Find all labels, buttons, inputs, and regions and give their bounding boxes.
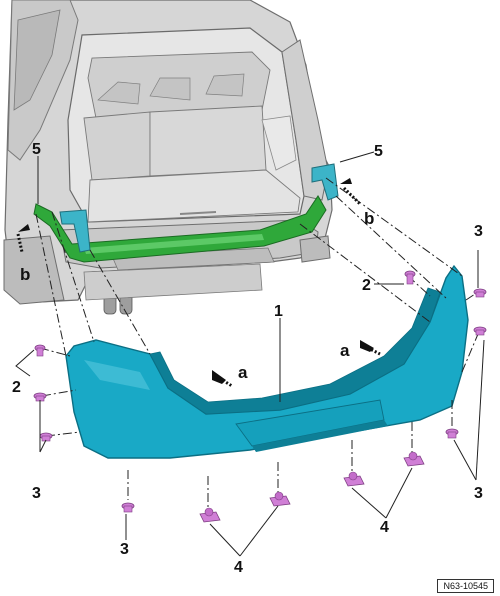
arrow-b-right xyxy=(340,178,362,206)
arrow-a-right xyxy=(360,340,381,356)
marker-a-left: a xyxy=(238,363,248,382)
callout-3-top-right: 3 xyxy=(474,223,483,240)
arrow-a-left xyxy=(212,370,233,388)
fastener-nut-1 xyxy=(199,507,221,523)
fastener-nut-3 xyxy=(343,471,365,487)
fastener-screw-right xyxy=(404,270,416,285)
fastener-clip-left-1 xyxy=(33,392,47,402)
fastener-clip-left-2 xyxy=(39,432,53,442)
callout-5-right: 5 xyxy=(374,143,383,160)
callout-2-right: 2 xyxy=(362,277,371,294)
callout-1: 1 xyxy=(274,303,283,320)
marker-a-right: a xyxy=(340,341,350,360)
marker-b-left: b xyxy=(20,265,30,284)
fastener-clip-right-3 xyxy=(445,428,459,439)
callout-leaders xyxy=(15,151,485,557)
bumper-carrier xyxy=(33,195,327,263)
marker-b-right: b xyxy=(364,209,374,228)
fastener-clip-right-2 xyxy=(473,326,487,336)
callout-4-left: 4 xyxy=(234,559,243,576)
callout-3-bottom-right: 3 xyxy=(474,485,483,502)
callout-3-left: 3 xyxy=(32,485,41,502)
reference-code: N63-10545 xyxy=(437,579,494,593)
callout-2-left: 2 xyxy=(12,379,21,396)
fastener-screw-left xyxy=(34,344,46,357)
callout-3-bottom: 3 xyxy=(120,541,129,558)
callout-5-left: 5 xyxy=(32,141,41,158)
fastener-clip-right-1 xyxy=(473,288,487,298)
fastener-nut-2 xyxy=(269,491,291,507)
bumper-guide-right xyxy=(311,163,339,201)
fastener-nut-4 xyxy=(403,451,425,467)
bumper-cover xyxy=(65,264,469,459)
fastener-clip-bottom xyxy=(121,502,135,513)
arrow-b-left xyxy=(16,224,30,253)
assembly-lines xyxy=(35,177,479,510)
callout-4-right: 4 xyxy=(380,519,389,536)
car-rear-view xyxy=(3,0,333,315)
bumper-guide-left xyxy=(59,209,91,253)
